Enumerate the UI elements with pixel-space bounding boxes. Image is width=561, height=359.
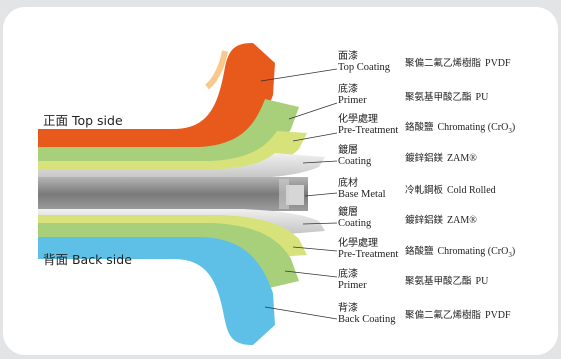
layer-diagram xyxy=(38,43,338,345)
top-pretreatment-layer xyxy=(38,131,307,173)
top-primer-layer xyxy=(38,99,299,165)
back-coating-layer xyxy=(38,237,275,345)
top-side-label: 正面 Top side xyxy=(43,113,123,128)
top-coating-layer xyxy=(38,43,275,151)
base-metal-layer xyxy=(38,177,308,211)
back-side-label: 背面 Back side xyxy=(43,252,132,267)
base-metal-end xyxy=(286,185,304,205)
top-zam-layer xyxy=(38,153,325,179)
leader-lines xyxy=(260,68,338,320)
